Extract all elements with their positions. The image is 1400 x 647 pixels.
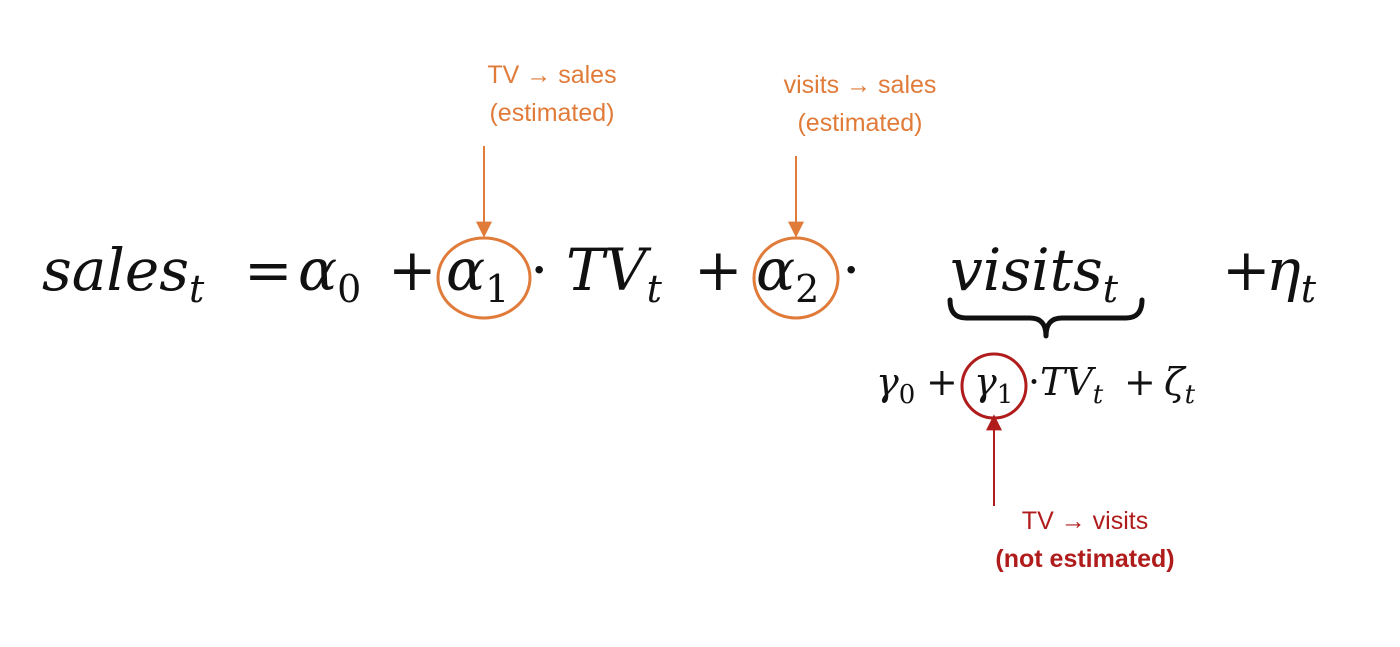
dot-2: · bbox=[842, 236, 860, 304]
gamma1-annotation-line1: TV → visits bbox=[1021, 507, 1149, 535]
plus-sign-1: + bbox=[388, 236, 437, 304]
sub-tv-term: TVt bbox=[1040, 360, 1104, 410]
gamma0-term: γ0 bbox=[876, 360, 915, 410]
eta-term: ηt bbox=[1266, 236, 1317, 311]
alpha2-annotation: visits → sales (estimated) bbox=[760, 66, 960, 142]
plus-sign-3: + bbox=[1222, 236, 1271, 304]
tv-term: TVt bbox=[566, 236, 663, 311]
alpha1-annotation: TV → sales (estimated) bbox=[472, 56, 632, 132]
equals-sign: = bbox=[244, 236, 293, 304]
gamma1-annotation: TV → visits (not estimated) bbox=[970, 502, 1200, 578]
alpha1-annotation-line2: (estimated) bbox=[489, 99, 615, 127]
sub-plus-2: + bbox=[1124, 360, 1156, 404]
underbrace bbox=[947, 297, 1145, 339]
gamma1-highlight-circle bbox=[960, 352, 1028, 420]
sub-plus-1: + bbox=[926, 360, 958, 404]
alpha2-annotation-line1: visits → sales bbox=[783, 71, 937, 99]
plus-sign-2: + bbox=[694, 236, 743, 304]
gamma1-annotation-line2: (not estimated) bbox=[995, 545, 1175, 573]
alpha1-highlight-circle bbox=[436, 236, 532, 320]
alpha2-highlight-circle bbox=[752, 236, 840, 320]
sales-term: salest bbox=[42, 236, 205, 311]
visits-term: visitst bbox=[950, 236, 1119, 311]
alpha1-annotation-line1: TV → sales bbox=[487, 61, 617, 89]
alpha2-term: α2 bbox=[756, 236, 819, 311]
alpha0-term: α0 bbox=[298, 236, 361, 311]
gamma1-term: γ1 bbox=[974, 360, 1013, 410]
alpha2-annotation-line2: (estimated) bbox=[797, 109, 923, 137]
sub-dot: · bbox=[1028, 360, 1040, 404]
zeta-term: ζt bbox=[1164, 360, 1196, 410]
dot-1: · bbox=[530, 236, 548, 304]
